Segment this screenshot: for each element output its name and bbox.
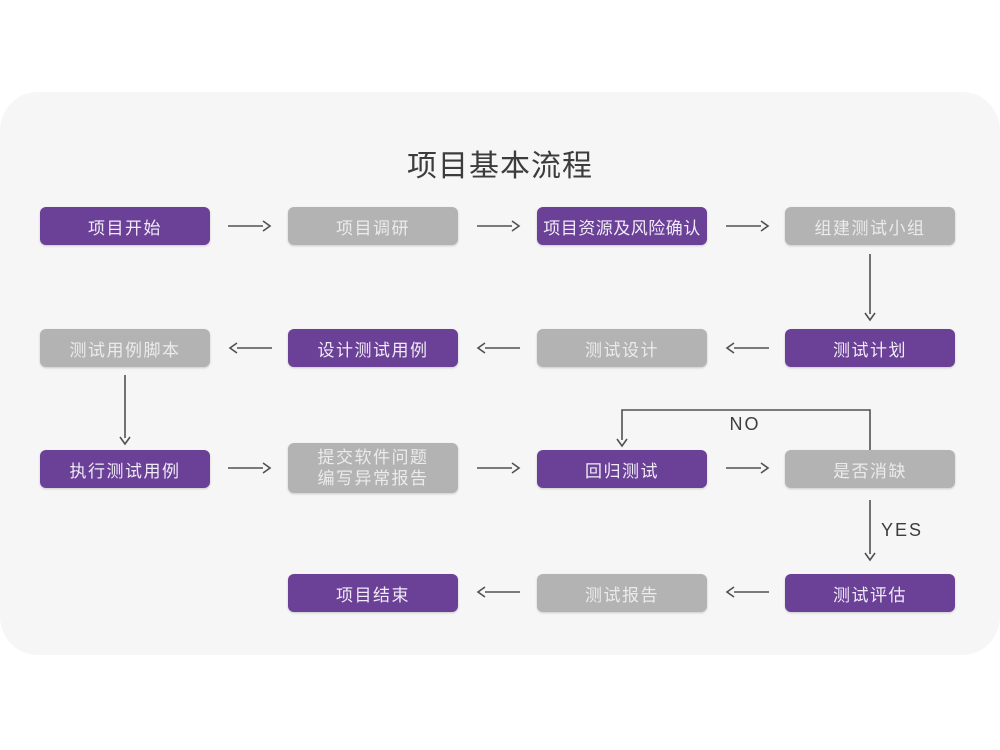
arrow-team-to-plan-icon	[864, 254, 876, 322]
node-label: 测试计划	[833, 340, 907, 360]
arrow-plan-to-test-design-icon	[725, 342, 769, 354]
node-label: 测试报告	[585, 585, 659, 605]
node-test-plan: 测试计划	[785, 329, 955, 367]
arrow-exec-to-submit-icon	[228, 462, 272, 474]
flow-card	[0, 92, 1000, 655]
node-label: 测试设计	[585, 340, 659, 360]
node-test-evaluation: 测试评估	[785, 574, 955, 612]
node-project-end: 项目结束	[288, 574, 458, 612]
node-label: 设计测试用例	[317, 340, 429, 360]
node-label: 测试评估	[833, 585, 907, 605]
arrow-regression-to-defect-icon	[726, 462, 770, 474]
node-label: 项目开始	[88, 218, 162, 238]
node-submit-issue-report: 提交软件问题 编写异常报告	[288, 443, 458, 493]
node-label-line1: 提交软件问题	[317, 448, 429, 467]
node-design-test-case: 设计测试用例	[288, 329, 458, 367]
node-build-test-team: 组建测试小组	[785, 207, 955, 245]
arrow-submit-to-regression-icon	[477, 462, 521, 474]
arrow-defect-no-to-regression-icon	[616, 409, 871, 450]
arrow-defect-yes-to-evaluation-icon	[864, 500, 876, 562]
arrow-evaluation-to-report-icon	[725, 586, 769, 598]
node-project-research: 项目调研	[288, 207, 458, 245]
edge-label-yes: YES	[881, 520, 924, 540]
node-label-line2: 编写异常报告	[317, 469, 429, 488]
node-label: 项目结束	[336, 585, 410, 605]
node-test-case-script: 测试用例脚本	[40, 329, 210, 367]
node-project-start: 项目开始	[40, 207, 210, 245]
node-label: 是否消缺	[833, 461, 907, 481]
node-regression-test: 回归测试	[537, 450, 707, 488]
node-defect-resolved: 是否消缺	[785, 450, 955, 488]
node-execute-test-case: 执行测试用例	[40, 450, 210, 488]
node-label: 项目资源及风险确认	[543, 218, 701, 238]
arrow-research-to-risk-icon	[477, 220, 521, 232]
edge-label-no: NO	[729, 414, 761, 434]
arrow-design-case-to-script-icon	[228, 342, 272, 354]
node-label: 测试用例脚本	[69, 340, 181, 360]
node-test-design: 测试设计	[537, 329, 707, 367]
arrow-script-to-exec-icon	[119, 375, 131, 446]
arrow-risk-to-team-icon	[726, 220, 770, 232]
node-label: 执行测试用例	[69, 461, 181, 481]
arrow-start-to-research-icon	[228, 220, 272, 232]
arrow-report-to-end-icon	[476, 586, 520, 598]
node-label: 项目调研	[336, 218, 410, 238]
arrow-test-design-to-design-case-icon	[476, 342, 520, 354]
node-label: 回归测试	[585, 461, 659, 481]
node-resource-risk-confirm: 项目资源及风险确认	[537, 207, 707, 245]
page-title: 项目基本流程	[407, 150, 593, 183]
node-test-report: 测试报告	[537, 574, 707, 612]
node-label: 组建测试小组	[814, 218, 926, 238]
